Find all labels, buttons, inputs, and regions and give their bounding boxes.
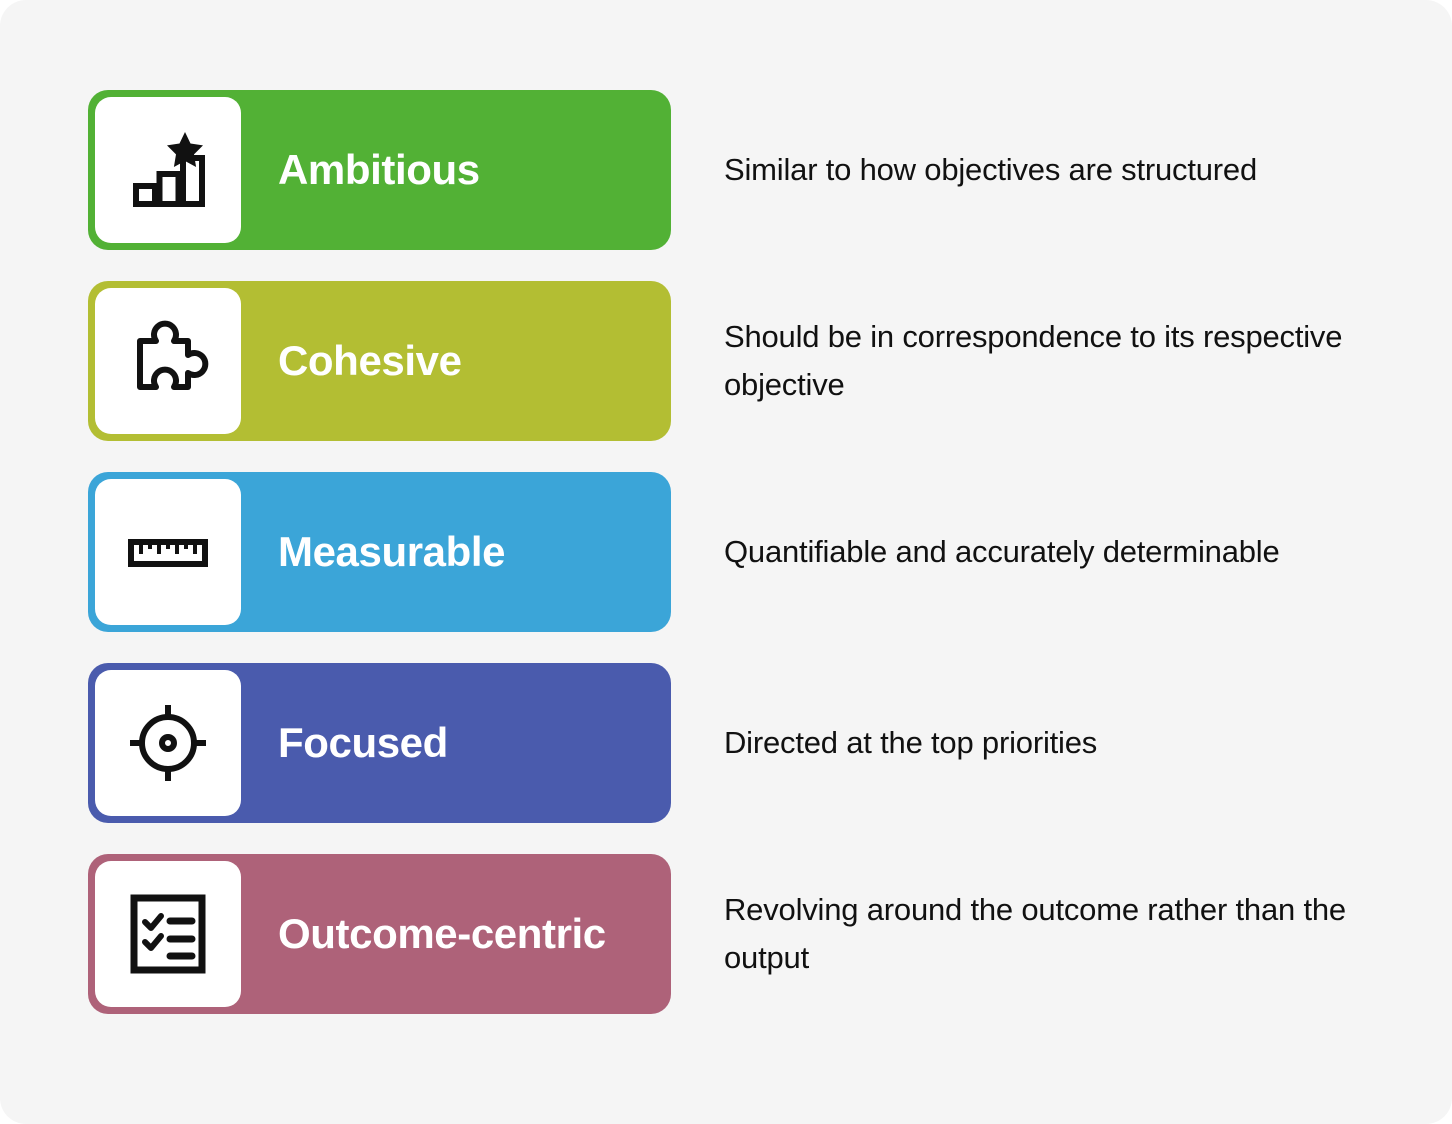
icon-tile [95,97,241,243]
list-item: Outcome-centric Revolving around the out… [88,854,1378,1014]
criteria-pill-outcome-centric[interactable]: Outcome-centric [88,854,671,1014]
criteria-label: Measurable [278,528,506,575]
list-item: Ambitious Similar to how objectives are … [88,90,1378,250]
criteria-list: Ambitious Similar to how objectives are … [88,90,1378,1014]
criteria-label: Ambitious [278,146,480,193]
icon-tile [95,288,241,434]
criteria-label: Focused [278,719,448,766]
criteria-description: Quantifiable and accurately determinable [724,533,1280,569]
criteria-pill-ambitious[interactable]: Ambitious [88,90,671,250]
icon-tile [95,861,241,1007]
criteria-description: Revolving around the outcome rather than… [724,891,1346,975]
criteria-label: Cohesive [278,337,462,384]
criteria-description: Similar to how objectives are structured [724,151,1258,187]
list-item: Cohesive Should be in correspondence to … [88,281,1378,441]
crosshair-target-icon [126,701,210,785]
criteria-pill-focused[interactable]: Focused [88,663,671,823]
list-item: Measurable Quantifiable and accurately d… [88,472,1378,632]
criteria-description: Should be in correspondence to its respe… [724,318,1343,402]
criteria-pill-cohesive[interactable]: Cohesive [88,281,671,441]
ruler-icon [126,510,210,594]
criteria-description: Directed at the top priorities [724,724,1098,760]
bar-chart-star-icon [126,128,210,212]
puzzle-piece-icon [126,319,210,403]
criteria-pill-measurable[interactable]: Measurable [88,472,671,632]
checklist-document-icon [126,892,210,976]
list-item: Focused Directed at the top priorities [88,663,1378,823]
icon-tile [95,479,241,625]
icon-tile [95,670,241,816]
criteria-label: Outcome-centric [278,910,606,957]
